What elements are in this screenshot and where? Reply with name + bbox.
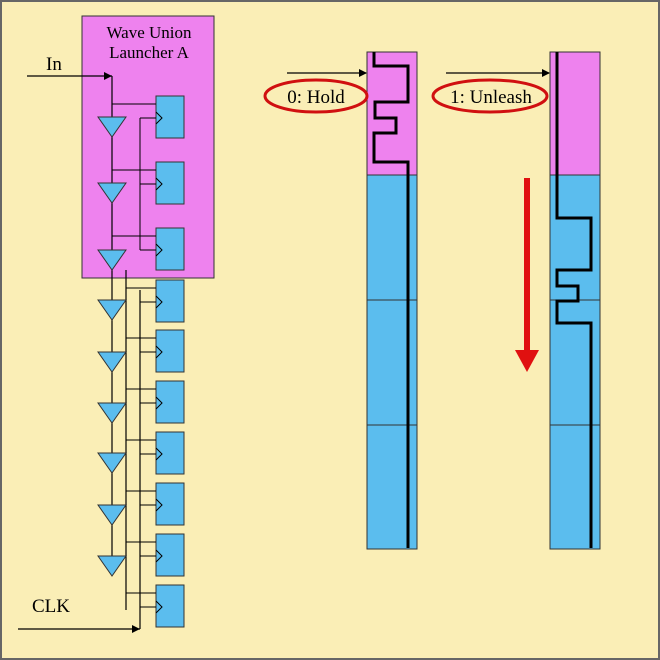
unleash-wave-path bbox=[555, 52, 593, 548]
unleash-input-arrowhead bbox=[542, 69, 550, 77]
launcher-box bbox=[81, 15, 215, 279]
register-icon bbox=[155, 227, 185, 271]
buffer-icon bbox=[97, 452, 127, 474]
clock-notch-icon bbox=[155, 295, 163, 309]
hold-state-oval bbox=[263, 78, 369, 114]
register-icon bbox=[155, 584, 185, 628]
buffer-icon bbox=[97, 555, 127, 577]
register-icon bbox=[155, 431, 185, 475]
register-icon bbox=[155, 161, 185, 205]
register-icon bbox=[155, 482, 185, 526]
register-icon bbox=[155, 380, 185, 424]
buffer-icon bbox=[97, 116, 127, 138]
clock-arrowhead bbox=[132, 625, 140, 633]
buffer-icon bbox=[97, 182, 127, 204]
clock-notch-icon bbox=[155, 447, 163, 461]
propagation-arrowhead bbox=[515, 350, 539, 372]
register-icon bbox=[155, 329, 185, 373]
clock-notch-icon bbox=[155, 498, 163, 512]
buffer-icon bbox=[97, 299, 127, 321]
delay-chain bbox=[97, 76, 185, 629]
input-label: In bbox=[46, 54, 62, 75]
buffer-icon bbox=[97, 402, 127, 424]
unleash-column: 1: Unleash bbox=[431, 51, 601, 550]
clock-notch-icon bbox=[155, 549, 163, 563]
clock-notch-icon bbox=[155, 111, 163, 125]
launcher-title-line2: Launcher A bbox=[109, 43, 189, 62]
buffer-icon bbox=[97, 249, 127, 271]
clock-notch-icon bbox=[155, 396, 163, 410]
register-icon bbox=[155, 279, 185, 323]
launcher-circuit: Wave Union Launcher A In CLK bbox=[18, 15, 215, 633]
clock-notch-icon bbox=[155, 600, 163, 614]
clock-notch-icon bbox=[155, 243, 163, 257]
unleash-state-oval bbox=[431, 78, 549, 114]
unleash-state-label: 1: Unleash bbox=[450, 87, 532, 108]
launcher-title-line1: Wave Union bbox=[106, 23, 192, 42]
hold-state-label: 0: Hold bbox=[287, 87, 345, 108]
clock-notch-icon bbox=[155, 177, 163, 191]
clock-label: CLK bbox=[32, 596, 70, 617]
buffer-icon bbox=[97, 504, 127, 526]
register-icon bbox=[155, 95, 185, 139]
buffer-icon bbox=[97, 351, 127, 373]
register-icon bbox=[155, 533, 185, 577]
clock-notch-icon bbox=[155, 345, 163, 359]
input-arrowhead bbox=[104, 72, 112, 80]
hold-wave-path bbox=[372, 52, 410, 548]
hold-input-arrowhead bbox=[359, 69, 367, 77]
hold-column: 0: Hold bbox=[263, 51, 418, 550]
